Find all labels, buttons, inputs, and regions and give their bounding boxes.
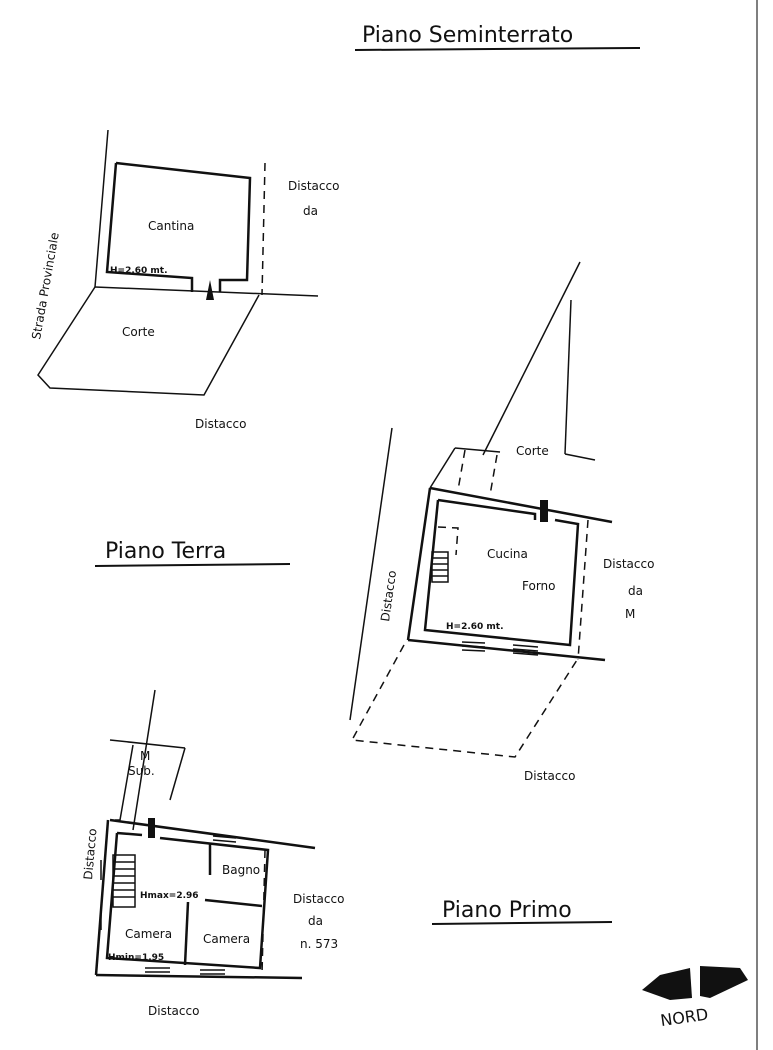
stairs-icon	[112, 854, 136, 908]
sub-label: Sub.	[128, 764, 155, 778]
room-label-camera: Camera	[125, 927, 172, 941]
entrance-arrow-icon	[206, 280, 214, 300]
distance-label: Distacco	[603, 557, 654, 571]
room-label-bagno: Bagno	[222, 863, 260, 877]
entrance-door-icon	[148, 818, 155, 838]
svg-text:n. 573: n. 573	[300, 937, 338, 951]
svg-text:da: da	[303, 204, 318, 218]
room-label-camera: Camera	[203, 932, 250, 946]
stairs-icon	[431, 551, 449, 583]
compass-label: NORD	[659, 1005, 709, 1030]
ground-floor-plan: Corte Cucina Forno H=2.60 mt. Distacco D…	[349, 261, 654, 783]
room-label-cucina: Cucina	[487, 547, 528, 561]
svg-text:Piano Primo: Piano Primo	[442, 898, 572, 923]
height-label: H=2.60 mt.	[446, 622, 504, 632]
height-label: H=2.60 mt.	[110, 266, 168, 276]
distance-label: Distacco	[148, 1004, 199, 1018]
distance-label: Distacco	[378, 570, 399, 623]
room-label-forno: Forno	[522, 579, 556, 593]
title-ground: Piano Terra	[94, 539, 291, 567]
window-icon	[100, 835, 237, 975]
title-basement: Piano Seminterrato	[354, 23, 641, 51]
svg-text:M: M	[140, 749, 150, 763]
entrance-door-icon	[540, 500, 548, 522]
height-label: Hmax=2.96	[140, 891, 199, 901]
window-icon	[461, 641, 539, 656]
svg-text:Piano Terra: Piano Terra	[105, 539, 226, 564]
svg-text:Piano Seminterrato: Piano Seminterrato	[362, 23, 573, 48]
north-compass-icon: NORD	[642, 966, 748, 1030]
height-label: Hmin=1.95	[108, 953, 164, 963]
distance-label: Distacco	[293, 892, 344, 906]
distance-label: Distacco	[524, 769, 575, 783]
room-label-cantina: Cantina	[148, 219, 194, 233]
yard-label: Corte	[516, 444, 549, 458]
title-first: Piano Primo	[431, 898, 613, 925]
svg-text:M: M	[625, 607, 635, 621]
distance-label: Distacco	[195, 417, 246, 431]
distance-label: Distacco	[81, 828, 99, 880]
yard-label: Corte	[122, 325, 155, 339]
basement-plan: Cantina H=2.60 mt. Corte Strada Provinci…	[29, 129, 339, 431]
distance-label: Distacco	[288, 179, 339, 193]
first-floor-plan: M Sub. Bagno Hmax=2.96 Camera Camera Hmi…	[81, 689, 344, 1018]
svg-text:da: da	[628, 584, 643, 598]
svg-text:da: da	[308, 914, 323, 928]
road-label: Strada Provinciale	[29, 231, 62, 340]
